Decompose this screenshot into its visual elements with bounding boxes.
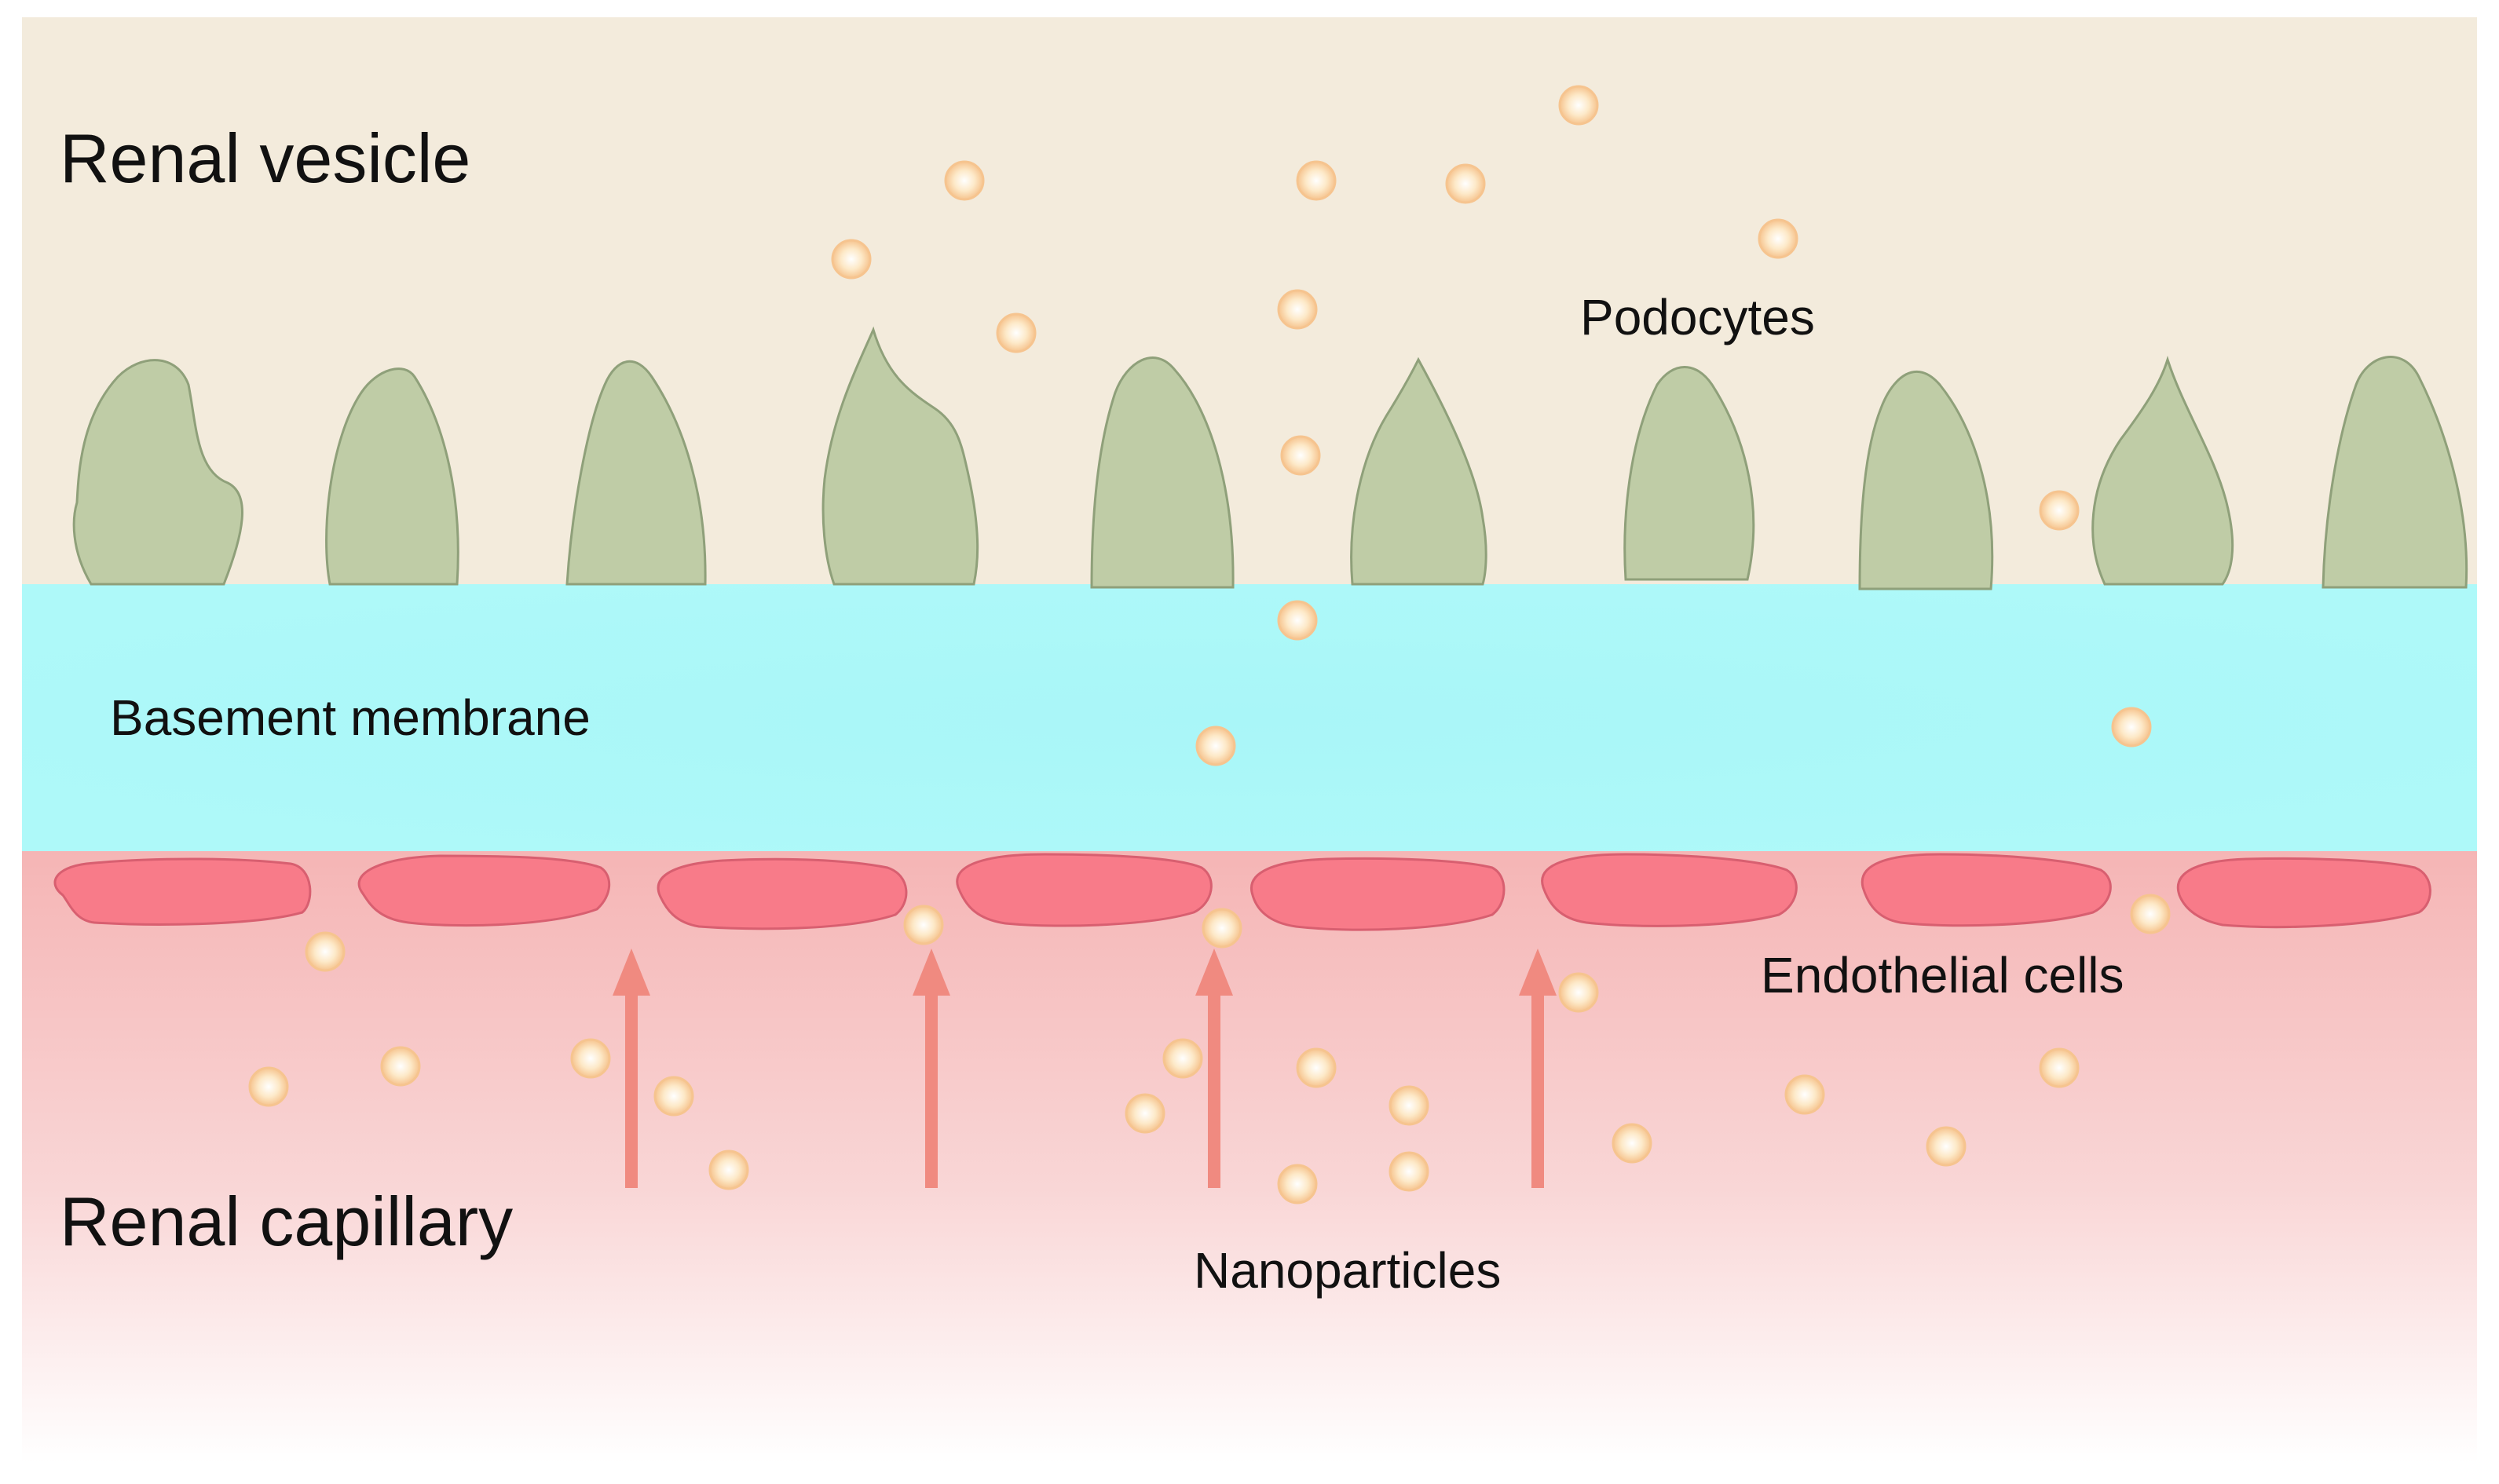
renal-capillary-region <box>22 851 2477 1464</box>
nanoparticle <box>653 1076 694 1117</box>
endothelial-cell <box>1250 857 1506 931</box>
nanoparticle <box>248 1066 289 1107</box>
up-arrow <box>613 949 650 1188</box>
nanoparticle <box>708 1150 749 1190</box>
podocyte <box>72 359 243 586</box>
nanoparticle <box>1389 1151 1429 1192</box>
podocyte <box>821 326 979 586</box>
podocyte <box>2322 356 2468 589</box>
podocyte <box>1090 356 1235 589</box>
basement-membrane-label: Basement membrane <box>110 689 591 746</box>
nanoparticle <box>1296 1047 1337 1088</box>
endothelial-cell-group <box>53 853 2431 931</box>
endothelial-cell <box>357 854 611 927</box>
nanoparticle <box>1389 1085 1429 1126</box>
nanoparticle <box>1558 972 1599 1013</box>
endothelial-cell <box>657 857 908 930</box>
nanoparticle <box>2130 894 2171 934</box>
nanoparticle <box>2039 490 2080 531</box>
nanoparticle <box>1202 908 1242 949</box>
nanoparticle <box>1445 163 1486 204</box>
nanoparticle <box>1195 726 1236 766</box>
podocyte-group <box>72 326 2468 590</box>
nanoparticle <box>305 931 346 972</box>
nanoparticle <box>1277 289 1318 330</box>
nanoparticle <box>1162 1038 1203 1079</box>
nanoparticle <box>1612 1123 1652 1164</box>
renal-vesicle-label: Renal vesicle <box>60 119 470 197</box>
up-arrow <box>1519 949 1557 1188</box>
podocyte <box>1350 356 1487 586</box>
nanoparticle-group <box>248 85 2171 1204</box>
nanoparticle <box>2111 707 2152 747</box>
up-arrow <box>913 949 950 1188</box>
podocyte <box>2091 356 2234 586</box>
nanoparticle <box>1277 600 1318 641</box>
endothelial-cell <box>1861 853 2112 927</box>
nanoparticle <box>1784 1074 1825 1115</box>
nanoparticle <box>2039 1047 2080 1088</box>
renal-capillary-label: Renal capillary <box>60 1182 513 1260</box>
nanoparticle <box>996 313 1037 353</box>
basement-membrane-region <box>22 584 2477 851</box>
nanoparticle <box>1280 435 1321 476</box>
nanoparticle <box>1926 1126 1967 1167</box>
nanoparticle <box>1277 1164 1318 1204</box>
nanoparticle <box>903 905 944 945</box>
podocyte <box>1623 366 1755 581</box>
nanoparticle <box>1296 160 1337 201</box>
endothelial-cells-label: Endothelial cells <box>1761 947 2124 1003</box>
nanoparticles-label: Nanoparticles <box>1194 1242 1501 1299</box>
nanoparticle <box>380 1046 421 1087</box>
endothelial-cell <box>1541 853 1798 927</box>
endothelial-cell <box>53 857 312 926</box>
podocytes-label: Podocytes <box>1580 289 1815 345</box>
podocyte <box>325 367 459 586</box>
endothelial-cell <box>956 853 1213 927</box>
podocyte <box>565 360 707 586</box>
nanoparticle <box>1758 218 1798 259</box>
nanoparticle <box>570 1038 611 1079</box>
arrow-group <box>613 949 1557 1188</box>
nanoparticle <box>1125 1093 1165 1134</box>
nanoparticle <box>831 239 872 280</box>
podocyte <box>1858 370 1994 590</box>
nanoparticle <box>944 160 985 201</box>
endothelial-cell <box>2176 857 2431 929</box>
nanoparticle <box>1558 85 1599 126</box>
up-arrow <box>1195 949 1233 1188</box>
